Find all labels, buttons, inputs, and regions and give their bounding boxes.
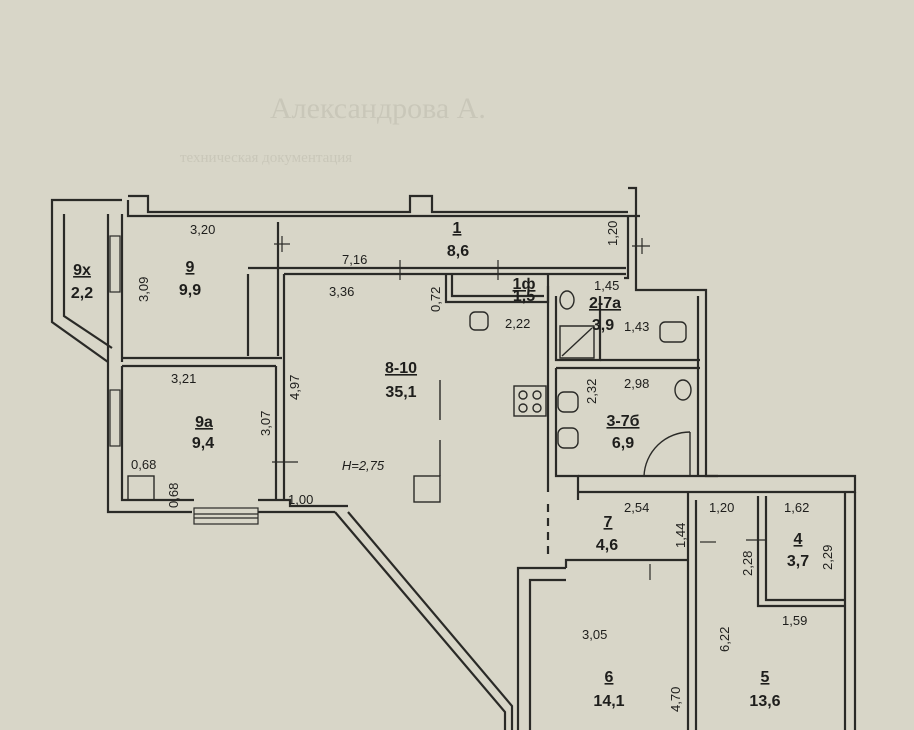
room-area-9x: 2,2 xyxy=(71,285,93,302)
room-id-5: 5 xyxy=(761,669,770,686)
toilet-2-7a xyxy=(559,290,575,310)
dim-0-68-h: 0,68 xyxy=(131,457,156,472)
storage-1f-inner xyxy=(450,274,544,298)
faint-header-line1: Александрова А. xyxy=(270,92,486,125)
room-id-8-10: 8-10 xyxy=(385,360,417,377)
exterior-top-wall-inner xyxy=(126,200,640,218)
exterior-left-inner xyxy=(120,366,194,502)
balcony-outline xyxy=(50,198,122,363)
dim-3-09: 3,09 xyxy=(136,277,151,302)
dim-3-36: 3,36 xyxy=(329,284,354,299)
dim-2-98: 2,98 xyxy=(624,376,649,391)
diagonal-wall-outer xyxy=(334,511,507,730)
room-id-6: 6 xyxy=(605,669,614,686)
right-wing-top xyxy=(706,474,857,494)
room-id-9x: 9х xyxy=(73,262,91,279)
room-id-2-7a: 2-7а xyxy=(589,295,621,312)
room6-left-outer xyxy=(516,566,566,730)
room-area-9: 9,9 xyxy=(179,282,201,299)
room4-box-inner xyxy=(764,496,845,602)
dim-3-20: 3,20 xyxy=(190,222,215,237)
dim-3-07: 3,07 xyxy=(258,411,273,436)
window-9-left xyxy=(109,235,121,293)
diagonal-wall-inner xyxy=(347,511,514,730)
dim-2-28: 2,28 xyxy=(740,551,755,576)
dim-2-32: 2,32 xyxy=(584,379,599,404)
dim-1-62: 1,62 xyxy=(784,500,809,515)
dim-1-59: 1,59 xyxy=(782,613,807,628)
dim-2-29: 2,29 xyxy=(820,545,835,570)
room-area-8-10: 35,1 xyxy=(385,384,416,401)
room-area-1f: 1,5 xyxy=(513,288,535,305)
room-id-1f: 1ф xyxy=(513,276,536,293)
room-area-5: 13,6 xyxy=(749,693,780,710)
dim-0-72: 0,72 xyxy=(428,287,443,312)
sink-corridor xyxy=(469,311,489,331)
dim-1-44: 1,44 xyxy=(673,523,688,548)
faint-header-line2: техническая документация xyxy=(180,150,352,166)
column-box xyxy=(127,475,155,501)
room6-top xyxy=(564,558,688,568)
shower-corner xyxy=(559,325,595,359)
sink-3-7b-2 xyxy=(557,427,579,449)
dim-3-05: 3,05 xyxy=(582,627,607,642)
sink-2-7a xyxy=(659,321,687,343)
exterior-bottom-left-inner xyxy=(258,498,348,508)
room-area-7: 4,6 xyxy=(596,537,618,554)
room-id-9a: 9а xyxy=(195,414,213,431)
room-id-1: 1 xyxy=(453,220,462,237)
bath-3-7b-left xyxy=(554,368,580,500)
dim-4-70: 4,70 xyxy=(668,687,683,712)
stove xyxy=(513,385,547,417)
dim-1-20-top: 1,20 xyxy=(605,221,620,246)
room-area-2-7a: 3,9 xyxy=(592,317,614,334)
dim-2-22: 2,22 xyxy=(505,316,530,331)
ceiling-height-label: H=2,75 xyxy=(342,458,385,473)
fixtures xyxy=(127,290,692,503)
dim-1-45: 1,45 xyxy=(594,278,619,293)
room-area-1: 8,6 xyxy=(447,243,469,260)
faint-header: Александрова А. техническая документация xyxy=(180,92,486,166)
room-id-9: 9 xyxy=(186,259,195,276)
room6-left-inner xyxy=(528,578,566,730)
room4-box xyxy=(756,496,845,608)
room-id-4: 4 xyxy=(794,531,803,548)
balcony-inner xyxy=(62,214,113,349)
dim-3-21: 3,21 xyxy=(171,371,196,386)
exterior-top-wall xyxy=(128,194,628,214)
walls xyxy=(50,186,857,730)
dim-4-97: 4,97 xyxy=(287,375,302,400)
door-swing xyxy=(643,431,691,477)
windows xyxy=(109,235,259,525)
bath-2-7a-left-inner xyxy=(554,296,602,362)
room-labels: 1 8,6 9х 2,2 9 9,9 1ф 1,5 2-7а 3,9 8-10 … xyxy=(71,220,809,710)
dim-6-22: 6,22 xyxy=(717,627,732,652)
dimension-labels: 3,20 1,20 7,16 3,09 3,36 0,72 1,45 2,22 … xyxy=(131,221,835,712)
dim-0-68-v: 0,68 xyxy=(166,483,181,508)
kitchen-cabinet xyxy=(413,475,441,503)
room-area-3-7b: 6,9 xyxy=(612,435,634,452)
room-id-3-7b: 3-7б xyxy=(606,413,639,430)
room-id-7: 7 xyxy=(604,514,613,531)
exterior-left xyxy=(106,362,192,514)
dim-1-43: 1,43 xyxy=(624,319,649,334)
toilet-3-7b xyxy=(674,379,692,401)
window-9a-bottom xyxy=(193,507,259,525)
dim-1-20-mid: 1,20 xyxy=(709,500,734,515)
dimension-ticks xyxy=(272,236,766,580)
window-9a-left xyxy=(109,389,121,447)
exterior-right-upper-inner xyxy=(624,216,630,280)
room-area-9a: 9,4 xyxy=(192,435,214,452)
room-area-4: 3,7 xyxy=(787,553,809,570)
sink-3-7b-1 xyxy=(557,391,579,413)
room-area-6: 14,1 xyxy=(593,693,624,710)
dim-2-54: 2,54 xyxy=(624,500,649,515)
dim-7-16: 7,16 xyxy=(342,252,367,267)
dim-1-00: 1,00 xyxy=(288,492,313,507)
